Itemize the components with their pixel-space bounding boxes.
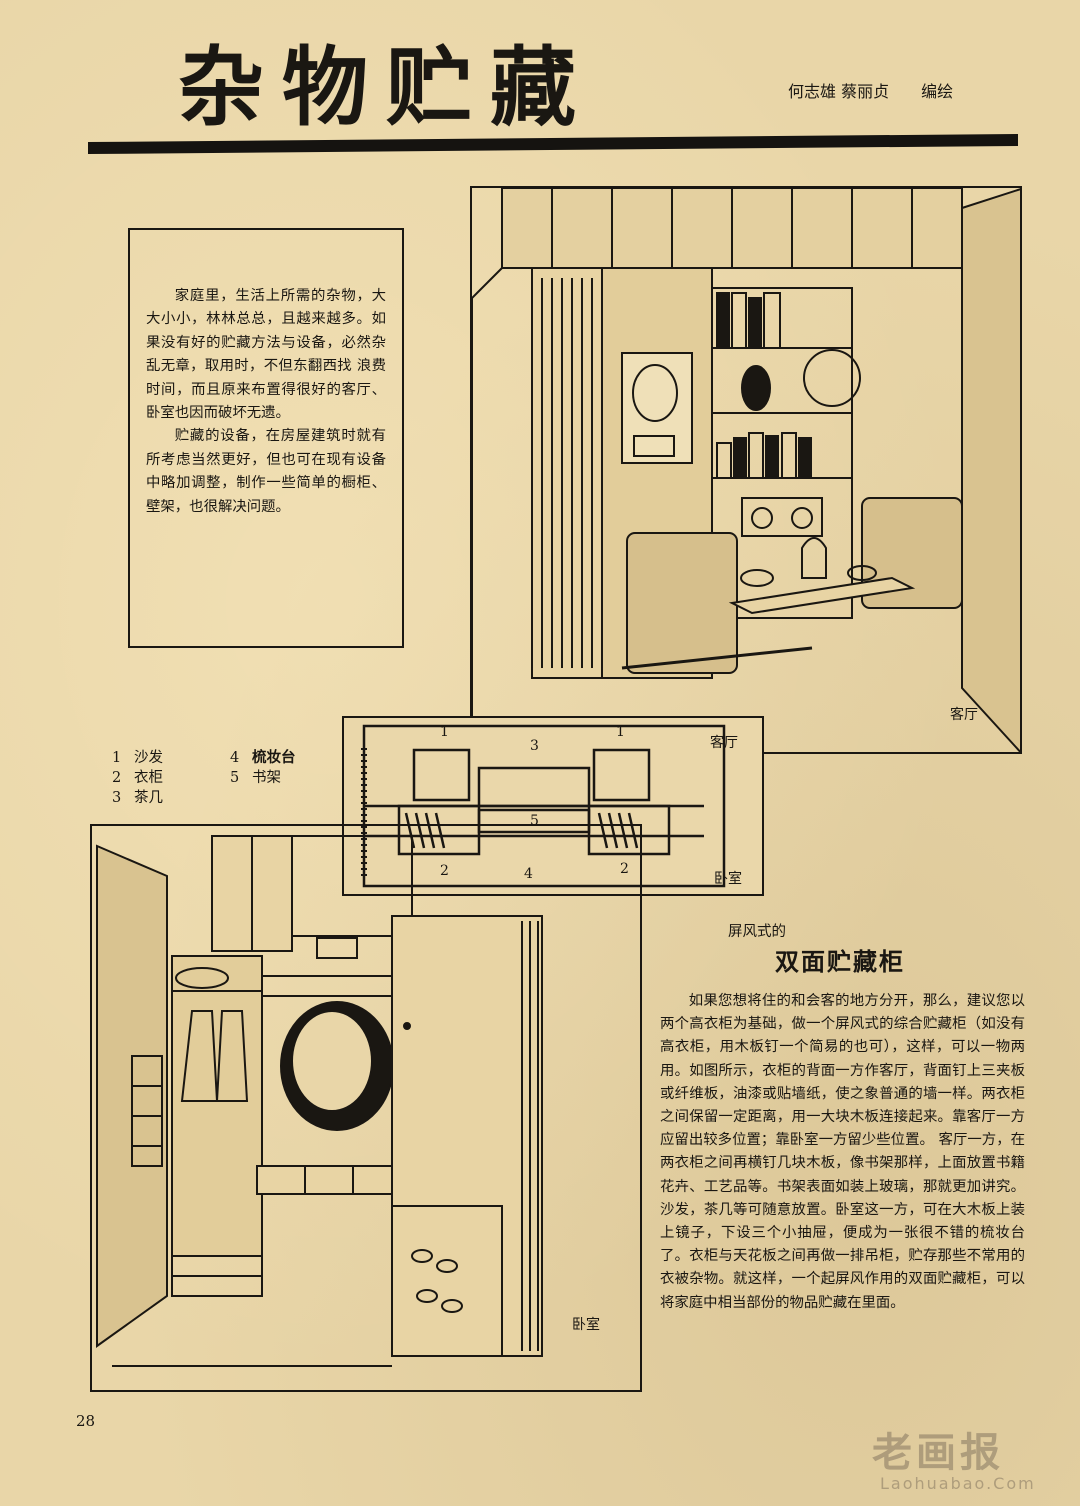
plan-number: 2	[620, 861, 629, 877]
bedroom-caption: 卧室	[572, 1317, 600, 1333]
page-title: 杂物贮藏	[178, 38, 594, 138]
plan-living-label: 客厅	[710, 735, 738, 751]
plan-number: 1	[440, 724, 449, 740]
watermark-url: Laohuabao.Com	[880, 1474, 1036, 1493]
bedroom-drawing	[96, 835, 543, 1367]
plan-number: 5	[530, 813, 539, 829]
living-room-drawing	[472, 188, 1020, 752]
living-room-illustration: 客厅	[470, 186, 1022, 754]
author-names: 何志雄 蔡丽贞	[788, 82, 890, 101]
watermark-logo: 老画报	[872, 1430, 1004, 1476]
intro-paragraph-1: 家庭里，生活上所需的杂物，大大小小，林林总总，且越来越多。如果没有好的贮藏方法与…	[146, 288, 386, 422]
living-room-caption: 客厅	[950, 707, 978, 723]
section-subtitle: 屏风式的	[728, 924, 786, 940]
plan-number: 1	[616, 724, 625, 740]
plan-number: 2	[440, 863, 449, 879]
intro-paragraph-2: 贮藏的设备，在房屋建筑时就有所考虑当然更好，但也可在现有设备中略加调整，制作一些…	[146, 428, 386, 515]
authors-line: 何志雄 蔡丽贞 编绘	[788, 78, 953, 102]
page-number: 28	[76, 1412, 96, 1430]
floor-plan-drawing	[361, 724, 726, 888]
section-title: 双面贮藏柜	[775, 948, 905, 976]
plan-bedroom-label: 卧室	[714, 871, 742, 887]
bedroom-illustration: 卧室	[90, 824, 642, 1392]
plan-number: 3	[530, 738, 539, 754]
intro-box: 家庭里，生活上所需的杂物，大大小小，林林总总，且越来越多。如果没有好的贮藏方法与…	[128, 228, 404, 648]
section-paragraph: 如果您想将住的和会客的地方分开，那么，建议您以两个高衣柜为基础，做一个屏风式的综…	[660, 993, 1025, 1311]
floor-plan: 1 3 1 5 2 4 2 客厅 卧室	[342, 716, 764, 896]
plan-number: 4	[524, 866, 533, 882]
author-role: 编绘	[921, 82, 954, 101]
section-body: 如果您想将住的和会客的地方分开，那么，建议您以两个高衣柜为基础，做一个屏风式的综…	[660, 990, 1025, 1315]
